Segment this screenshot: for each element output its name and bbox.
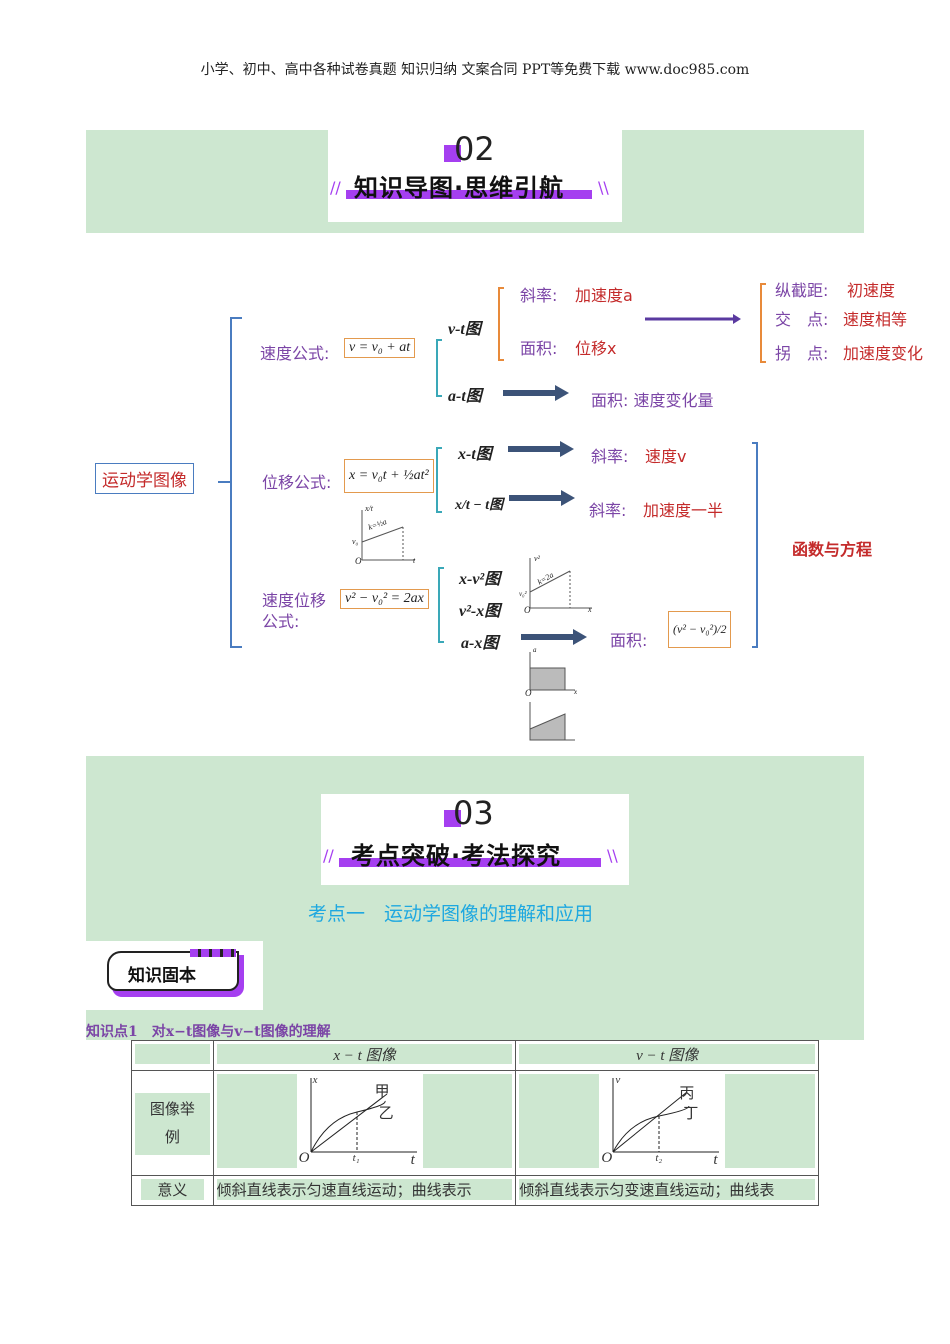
a-x-const-mini-graph <box>529 652 575 691</box>
vt-slope-value: 加速度a <box>575 286 633 305</box>
a-x-linear-mini-graph <box>529 702 575 741</box>
t2-label: t₂ <box>655 1152 663 1164</box>
intercept-key: 纵截距: <box>775 281 829 300</box>
t1-label: t₁ <box>352 1152 360 1164</box>
vt-example-cell: v O t₂ t 丙 丁 <box>519 1074 815 1168</box>
graph-origin: O <box>355 556 362 566</box>
origin-label: O <box>298 1150 310 1166</box>
row-label: 图像举例 <box>135 1093 210 1155</box>
xt-example-cell: x O t₁ t 甲 乙 <box>216 1074 513 1168</box>
row-label: 意义 <box>141 1179 204 1200</box>
table-header <box>135 1044 210 1064</box>
v2-x-mini-graph <box>529 558 592 609</box>
table-header-row: x − t 图像 v − t 图像 <box>131 1040 819 1071</box>
section-number: 03 <box>453 794 494 832</box>
vt-area-value: 位移x <box>575 339 617 358</box>
table-header: v − t 图像 <box>519 1044 815 1064</box>
vt-slope-key: 斜率: <box>520 286 558 305</box>
graph-origin: O <box>524 605 531 615</box>
vd-formula-label-2: 公式: <box>262 612 300 631</box>
section-title: 知识导图·思维引航 <box>354 174 565 202</box>
displacement-formula-label: 位移公式: <box>262 473 332 492</box>
xt-example-graph <box>296 1074 423 1168</box>
mindmap-connectors <box>218 283 766 741</box>
vt-area-key: 面积: <box>520 339 558 358</box>
xt-graph-label: x-t图 <box>458 446 492 463</box>
graph-intercept-label: v₀² <box>519 590 527 598</box>
graph-axis-label: t <box>413 556 416 565</box>
x-v2-graph-label: x-v²图 <box>459 571 501 588</box>
graph-axis-label: x <box>588 605 592 614</box>
graph-axis-label: x <box>574 688 578 696</box>
knowledge-badge: 知识固本 <box>128 966 196 986</box>
origin-label: O <box>601 1150 613 1166</box>
section-title-card-03: 03 // \\ 考点突破·考法探究 <box>321 794 629 885</box>
graph-intercept-label: v₀ <box>352 537 359 546</box>
comparison-table: x − t 图像 v − t 图像 图像举例 x O t₁ t 甲 乙 <box>131 1040 819 1206</box>
exam-point-title: 考点一 运动学图像的理解和应用 <box>308 903 594 925</box>
vt-example-graph <box>599 1074 726 1168</box>
page-header: 小学、初中、高中各种试卷真题 知识归纳 文案合同 PPT等免费下载 www.do… <box>200 62 750 78</box>
table-row: 图像举例 x O t₁ t 甲 乙 v O t₂ <box>131 1070 819 1176</box>
graph-axis-label: a <box>533 646 537 654</box>
xtt-slope-key: 斜率: <box>589 501 627 520</box>
velocity-formula: v = v₀ + at <box>344 338 416 358</box>
table-cell: 倾斜直线表示匀变速直线运动；曲线表 <box>519 1179 815 1200</box>
section-number: 02 <box>454 130 495 168</box>
curve-label: 丁 <box>683 1106 699 1122</box>
v2-x-graph-label: v²-x图 <box>459 603 501 620</box>
ax-area-key: 面积: <box>610 631 648 650</box>
inflection-value: 加速度变化 <box>843 344 924 363</box>
axis-label: x <box>312 1074 318 1086</box>
xt-slope-key: 斜率: <box>591 447 629 466</box>
curve-label: 甲 <box>374 1084 390 1100</box>
vd-formula-label: 速度位移 <box>262 591 327 610</box>
mindmap-root: 运动学图像 <box>95 463 194 494</box>
velocity-formula-label: 速度公式: <box>260 344 330 363</box>
axis-label: t <box>410 1152 415 1168</box>
graph-axis-label: v² <box>534 554 540 563</box>
graph-origin: O <box>525 688 532 698</box>
graph-axis-label: x/t <box>365 504 373 513</box>
at-area-result: 面积: 速度变化量 <box>591 391 714 410</box>
section-title: 考点突破·考法探究 <box>351 842 562 870</box>
curve-label: 丙 <box>679 1086 695 1102</box>
vd-formula: v² − v₀² = 2ax <box>340 589 429 609</box>
xt-slope-value: 速度v <box>645 447 687 466</box>
summary-label: 函数与方程 <box>792 540 873 559</box>
table-row: 意义 倾斜直线表示匀速直线运动；曲线表示 倾斜直线表示匀变速直线运动；曲线表 <box>131 1175 819 1206</box>
knowledge-point-title: 知识点1 对x−t图像与v−t图像的理解 <box>86 1024 331 1040</box>
inflection-key: 拐 点: <box>775 344 829 363</box>
axis-label: t <box>713 1152 718 1168</box>
intersection-value: 速度相等 <box>843 310 908 329</box>
displacement-formula: x = v₀t + ½at² <box>344 459 434 493</box>
axis-label: v <box>615 1074 621 1086</box>
intercept-value: 初速度 <box>847 281 896 300</box>
table-cell: 倾斜直线表示匀速直线运动；曲线表示 <box>216 1179 513 1200</box>
at-graph-label: a-t图 <box>448 388 482 405</box>
section-title-card-02: 02 // \\ 知识导图·思维引航 <box>328 130 622 222</box>
a-x-graph-label: a-x图 <box>461 635 499 652</box>
xt-t-graph-label: x/t − t图 <box>455 498 504 513</box>
vt-graph-label: v-t图 <box>448 321 481 338</box>
intersection-key: 交 点: <box>775 310 829 329</box>
xt-over-t-mini-graph <box>361 510 415 561</box>
table-header: x − t 图像 <box>216 1044 513 1064</box>
curve-label: 乙 <box>378 1106 394 1122</box>
badge-card: 知识固本 <box>86 941 263 1010</box>
xtt-slope-value: 加速度一半 <box>643 501 724 520</box>
ax-area-formula: (v² − v₀²)/2 <box>668 611 732 648</box>
